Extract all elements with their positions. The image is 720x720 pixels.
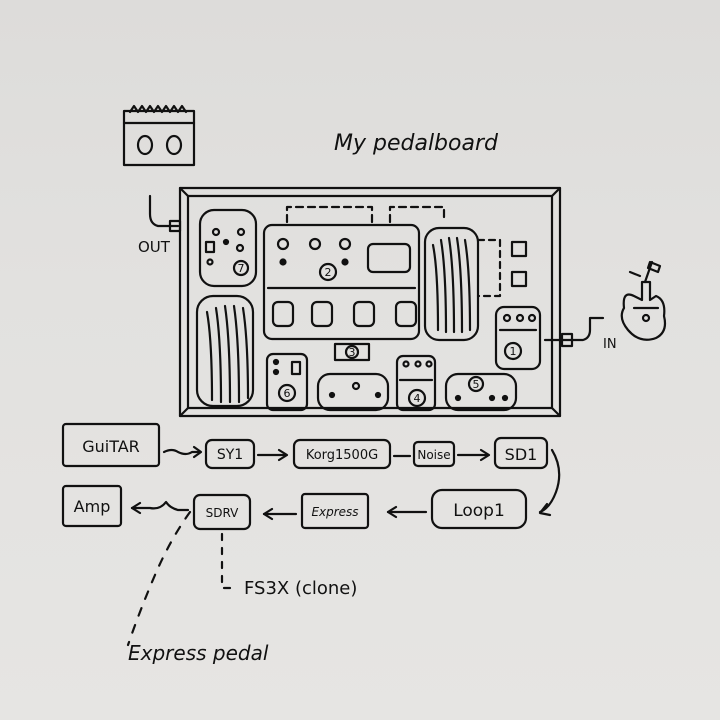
chain-box-guitar	[61, 422, 161, 468]
pedal-3	[333, 342, 371, 362]
chain-box-sd1	[493, 436, 549, 470]
chain-label-sdrv: SDRV	[206, 506, 240, 520]
pedal-6	[265, 352, 309, 412]
pedalboard-frame	[178, 186, 562, 418]
pedal-number-7: 7	[238, 262, 245, 275]
chain-label-guitar: GuiTAR	[82, 437, 140, 456]
amp-icon	[122, 104, 196, 167]
pedal-number-3: 3	[349, 346, 356, 359]
chain-label-express: Express	[311, 505, 358, 519]
pedal-number-1: 1	[510, 345, 517, 358]
chain-label-korg: Korg1500G	[306, 448, 378, 463]
pedal-5	[444, 372, 518, 412]
chain-box-amp	[61, 484, 123, 528]
fs3x-annotation: FS3X (clone)	[244, 578, 357, 599]
pedal-1	[494, 305, 542, 371]
chain-box-sdrv	[192, 493, 252, 531]
pedal-number-6: 6	[284, 387, 291, 400]
chain-box-korg	[292, 438, 392, 470]
chain-label-amp: Amp	[74, 497, 111, 516]
out-label: OUT	[138, 238, 171, 256]
expression-pedal-left	[195, 294, 255, 408]
pedal-numbers: 1 2 3 4 5 6 7	[238, 262, 517, 405]
pedal-2-multieffect	[262, 223, 421, 341]
chain-label-sd1: SD1	[505, 445, 538, 464]
page-title: My pedalboard	[334, 131, 499, 156]
pedal-number-4: 4	[414, 392, 421, 405]
chain-box-noise	[412, 440, 456, 468]
chain-box-loop1	[430, 488, 528, 530]
pedal-7	[198, 208, 258, 288]
express-pedal-annotation: Express pedal	[128, 641, 269, 665]
chain-box-express	[300, 492, 370, 530]
out-cable	[148, 194, 180, 228]
chain-label-noise: Noise	[417, 448, 450, 462]
in-label: IN	[603, 337, 617, 352]
in-cable	[543, 316, 605, 342]
pedal-number-5: 5	[473, 378, 480, 391]
pedal-number-2: 2	[325, 266, 332, 279]
chain-label-loop1: Loop1	[453, 501, 505, 521]
chain-label-sy1: SY1	[217, 447, 243, 463]
expression-pedal-right	[423, 226, 480, 342]
guitar-icon	[620, 260, 667, 341]
pedal-4	[395, 354, 437, 412]
pedal-oval	[316, 372, 390, 412]
chain-box-sy1	[204, 438, 256, 470]
